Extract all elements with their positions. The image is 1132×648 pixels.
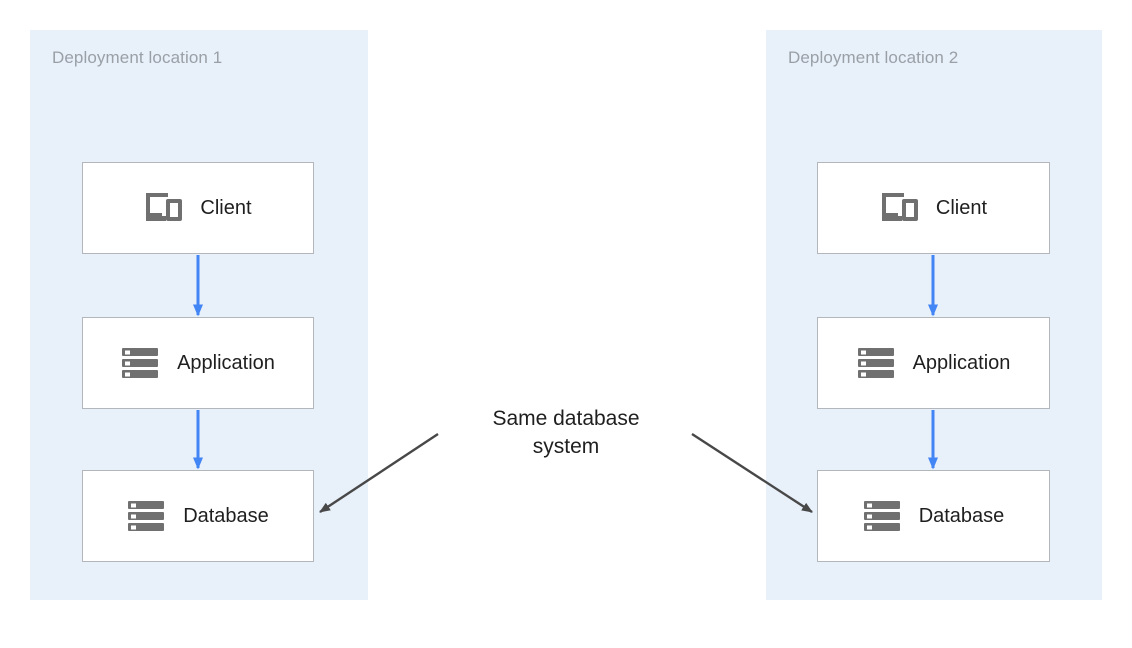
node-application-2-label: Application bbox=[912, 352, 1011, 374]
node-client-1-label: Client bbox=[200, 197, 252, 219]
devices-icon bbox=[146, 193, 183, 221]
node-database-1[interactable]: Database bbox=[82, 470, 314, 562]
devices-icon bbox=[881, 193, 918, 221]
annotation-same-database-system: Same database system bbox=[450, 405, 682, 462]
server-icon bbox=[863, 501, 900, 531]
node-application-2[interactable]: Application bbox=[817, 317, 1050, 409]
node-application-1-label: Application bbox=[177, 352, 275, 374]
zone-2-label: Deployment location 2 bbox=[788, 48, 959, 67]
node-client-2-label: Client bbox=[935, 197, 988, 219]
annotation-line-2: system bbox=[532, 435, 600, 459]
node-client-2[interactable]: Client bbox=[817, 162, 1050, 254]
node-database-2[interactable]: Database bbox=[817, 470, 1050, 562]
zone-1-label: Deployment location 1 bbox=[52, 48, 223, 67]
annotation-line-1: Same database bbox=[492, 407, 640, 430]
node-database-2-label: Database bbox=[918, 505, 1005, 527]
server-icon bbox=[122, 348, 159, 378]
server-icon bbox=[857, 348, 894, 378]
node-application-1[interactable]: Application bbox=[82, 317, 314, 409]
node-database-1-label: Database bbox=[183, 505, 269, 527]
server-icon bbox=[128, 501, 165, 531]
node-client-1[interactable]: Client bbox=[82, 162, 314, 254]
